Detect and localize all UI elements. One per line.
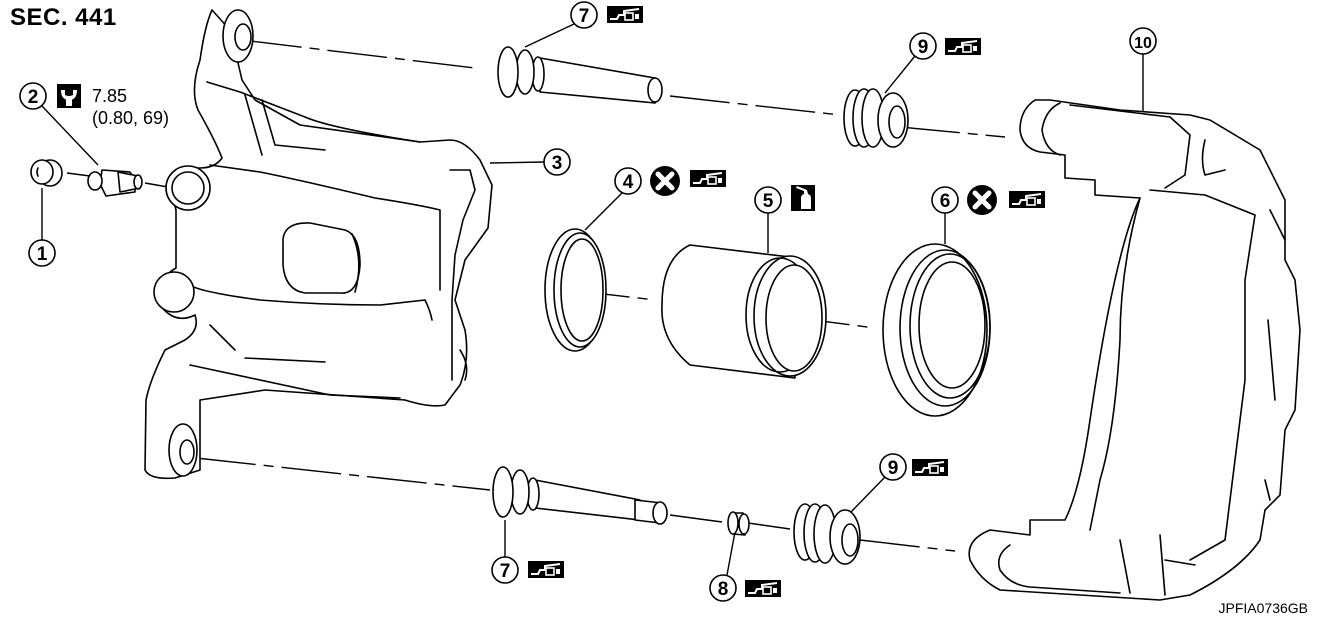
part-piston-seal (544, 228, 607, 352)
callout-number: 6 (940, 191, 951, 212)
callout-number: 2 (28, 87, 39, 108)
callout-2: 2 (19, 82, 99, 166)
part-piston (661, 244, 827, 379)
callout-number: 9 (918, 37, 929, 58)
part-sliding-pin-boot-lower (793, 503, 861, 565)
part-sliding-pin-lower (492, 466, 668, 525)
callout-4: 4 (584, 166, 727, 231)
callout-7-upper: 7 (524, 1, 644, 48)
part-piston-boot (882, 243, 991, 417)
grease-gun-icon (944, 37, 982, 56)
grease-gun-icon (911, 458, 949, 477)
fluid-bottle-icon (791, 185, 815, 211)
callout-5: 5 (754, 185, 815, 253)
part-bleeder-cap (30, 159, 63, 187)
x-circle-icon (967, 185, 997, 215)
callout-number: 3 (552, 153, 563, 174)
grease-gun-icon (1008, 190, 1046, 209)
grease-gun-icon (744, 579, 782, 598)
callout-number: 8 (718, 579, 729, 600)
callout-9-upper: 9 (884, 32, 982, 94)
part-sliding-pin-boot-upper (843, 88, 909, 148)
axis-line (859, 539, 956, 552)
callout-number: 1 (37, 244, 48, 265)
callout-9-lower: 9 (849, 453, 949, 514)
callout-7-lower: 7 (491, 520, 565, 584)
callout-1: 1 (28, 188, 56, 267)
torque-wrench-icon (57, 84, 81, 108)
callout-3: 3 (489, 148, 571, 176)
callout-10: 10 (1129, 27, 1157, 113)
part-torque-member (968, 99, 1301, 601)
axis-line (747, 522, 791, 530)
grease-gun-icon (606, 5, 644, 24)
part-sleeve (727, 511, 750, 536)
part-cylinder-body (144, 9, 493, 480)
axis-line (66, 172, 91, 177)
axis-line (241, 39, 476, 69)
callout-6: 6 (931, 185, 1046, 244)
grease-gun-icon (527, 560, 565, 579)
callout-number: 9 (888, 458, 899, 479)
x-circle-icon (650, 166, 680, 196)
figure-id: JPFIA0736GB (1218, 600, 1309, 616)
torque-value: 7.85 (92, 86, 128, 106)
axis-line (899, 126, 1006, 138)
torque-value-alt: (0.80, 69) (92, 108, 170, 128)
callout-8: 8 (709, 531, 782, 602)
axis-line (669, 514, 723, 523)
callout-number: 7 (500, 561, 511, 582)
callout-number: 5 (763, 191, 774, 212)
axis-line (195, 457, 491, 491)
callout-number: 7 (579, 6, 590, 27)
part-sliding-pin-upper (497, 46, 663, 104)
part-bleeder-valve (87, 169, 143, 197)
section-title: SEC. 441 (10, 4, 117, 31)
callout-number: 4 (623, 172, 634, 193)
callout-number: 10 (1134, 35, 1152, 52)
grease-gun-icon (689, 169, 727, 188)
axis-line (669, 95, 841, 116)
